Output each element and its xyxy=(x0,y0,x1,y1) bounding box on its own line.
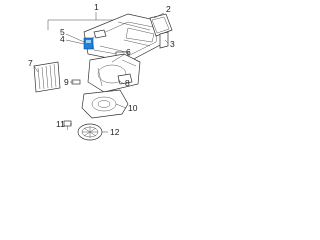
blower-housing-part-10 xyxy=(81,89,129,119)
callout-12: 12 xyxy=(110,127,120,137)
callout-6: 6 xyxy=(126,47,131,57)
leader-lines xyxy=(33,12,169,133)
callout-3: 3 xyxy=(170,39,175,49)
cover-part-3 xyxy=(159,31,169,49)
actuator-part-5 xyxy=(83,37,94,50)
callout-1: 1 xyxy=(94,2,99,12)
blower-motor-part-12 xyxy=(77,123,103,141)
bracket-part-4 xyxy=(93,29,107,39)
callout-8: 8 xyxy=(125,78,130,88)
duct-adapter-part-8 xyxy=(117,73,133,85)
callout-10: 10 xyxy=(128,103,138,113)
callout-7: 7 xyxy=(28,58,33,68)
seal-strip-part-2 xyxy=(149,13,173,37)
lower-case-part-6 xyxy=(87,53,141,93)
callout-4: 4 xyxy=(60,34,65,44)
callout-11: 11 xyxy=(56,119,65,129)
resistor-part-11 xyxy=(63,120,72,130)
cabin-filter-part-7 xyxy=(33,61,61,93)
blower-unit-exploded-diagram: 1 2 3 4 5 6 7 8 9 10 11 12 xyxy=(28,2,175,141)
callout-2: 2 xyxy=(166,4,171,14)
callout-5: 5 xyxy=(60,27,65,37)
callout-9: 9 xyxy=(64,77,69,87)
